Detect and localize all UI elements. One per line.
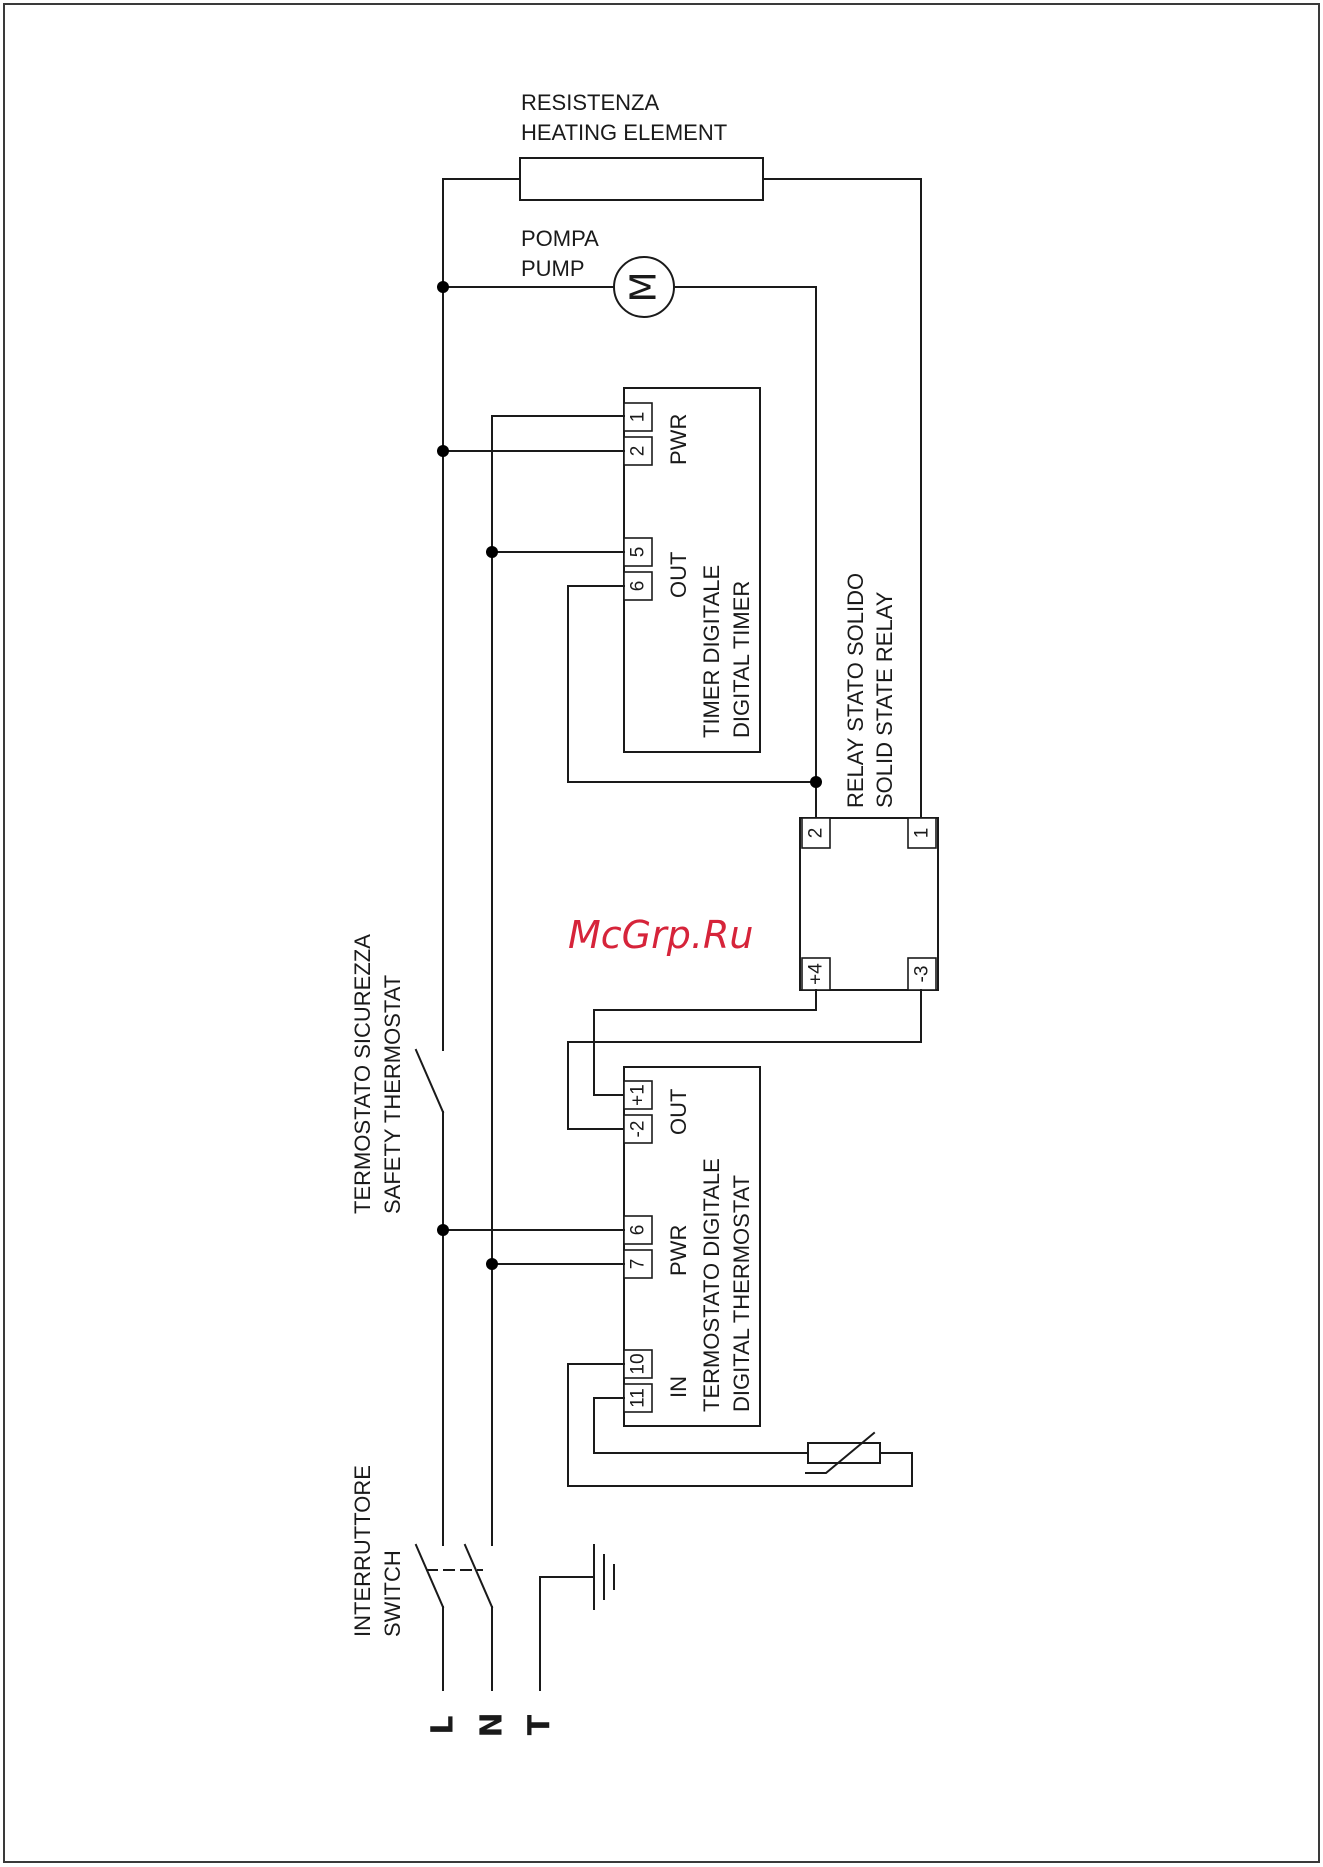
thermo-pwr-label: PWR — [666, 1225, 691, 1276]
pump-label-en: PUMP — [521, 256, 585, 281]
main-switch: INTERRUTTORE SWITCH — [350, 1465, 492, 1690]
relay-pin-2: 2 — [806, 828, 827, 839]
thermo-out-label: OUT — [666, 1089, 691, 1135]
relay-label-it: RELAY STATO SOLIDO — [843, 573, 868, 808]
timer-label-it: TIMER DIGITALE — [699, 565, 724, 738]
temperature-probe — [806, 1433, 880, 1473]
timer-label-en: DIGITAL TIMER — [729, 581, 754, 738]
switch-label-en: SWITCH — [380, 1550, 405, 1637]
thermo-pin-11: 11 — [628, 1388, 649, 1408]
earth-ground — [540, 1545, 614, 1690]
heater-label-en: HEATING ELEMENT — [521, 120, 727, 145]
relay-label-en: SOLID STATE RELAY — [872, 591, 897, 808]
heater-label-it: RESISTENZA — [521, 90, 659, 115]
terminal-n: N — [475, 1712, 510, 1737]
relay-pin-1: 1 — [912, 828, 933, 839]
thermo-pin-minus2: -2 — [628, 1121, 649, 1138]
motor-symbol: M — [624, 271, 665, 302]
timer-pin-2: 2 — [628, 446, 649, 457]
thermo-pin-6: 6 — [628, 1225, 649, 1236]
thermo-pin-plus1: +1 — [628, 1084, 649, 1106]
safety-label-it: TERMOSTATO SICUREZZA — [350, 934, 375, 1214]
safety-label-en: SAFETY THERMOSTAT — [380, 975, 405, 1214]
thermo-label-it: TERMOSTATO DIGITALE — [699, 1158, 724, 1412]
relay-pin-minus3: -3 — [912, 966, 933, 983]
timer-pin-1: 1 — [628, 412, 649, 423]
timer-pwr-label: PWR — [666, 414, 691, 465]
thermo-pin-10: 10 — [628, 1353, 649, 1374]
pump-label-it: POMPA — [521, 226, 599, 251]
thermo-in-label: IN — [666, 1376, 691, 1398]
main-conductors — [416, 179, 492, 1545]
thermo-label-en: DIGITAL THERMOSTAT — [729, 1175, 754, 1412]
digital-timer: 1 2 5 6 PWR OUT TIMER DIGITALE DIGITAL T… — [443, 388, 816, 782]
watermark: McGrp.Ru — [568, 913, 753, 957]
terminal-l: L — [426, 1715, 461, 1734]
timer-pin-5: 5 — [628, 547, 649, 558]
thermo-pin-7: 7 — [628, 1259, 649, 1270]
digital-thermostat: +1 -2 6 7 10 11 OUT PWR IN TERMOSTATO DI… — [443, 1067, 912, 1486]
terminal-t: T — [523, 1714, 558, 1735]
switch-label-it: INTERRUTTORE — [350, 1465, 375, 1637]
timer-out-label: OUT — [666, 552, 691, 598]
timer-pin-6: 6 — [628, 581, 649, 592]
relay-pin-plus4: +4 — [806, 963, 827, 985]
